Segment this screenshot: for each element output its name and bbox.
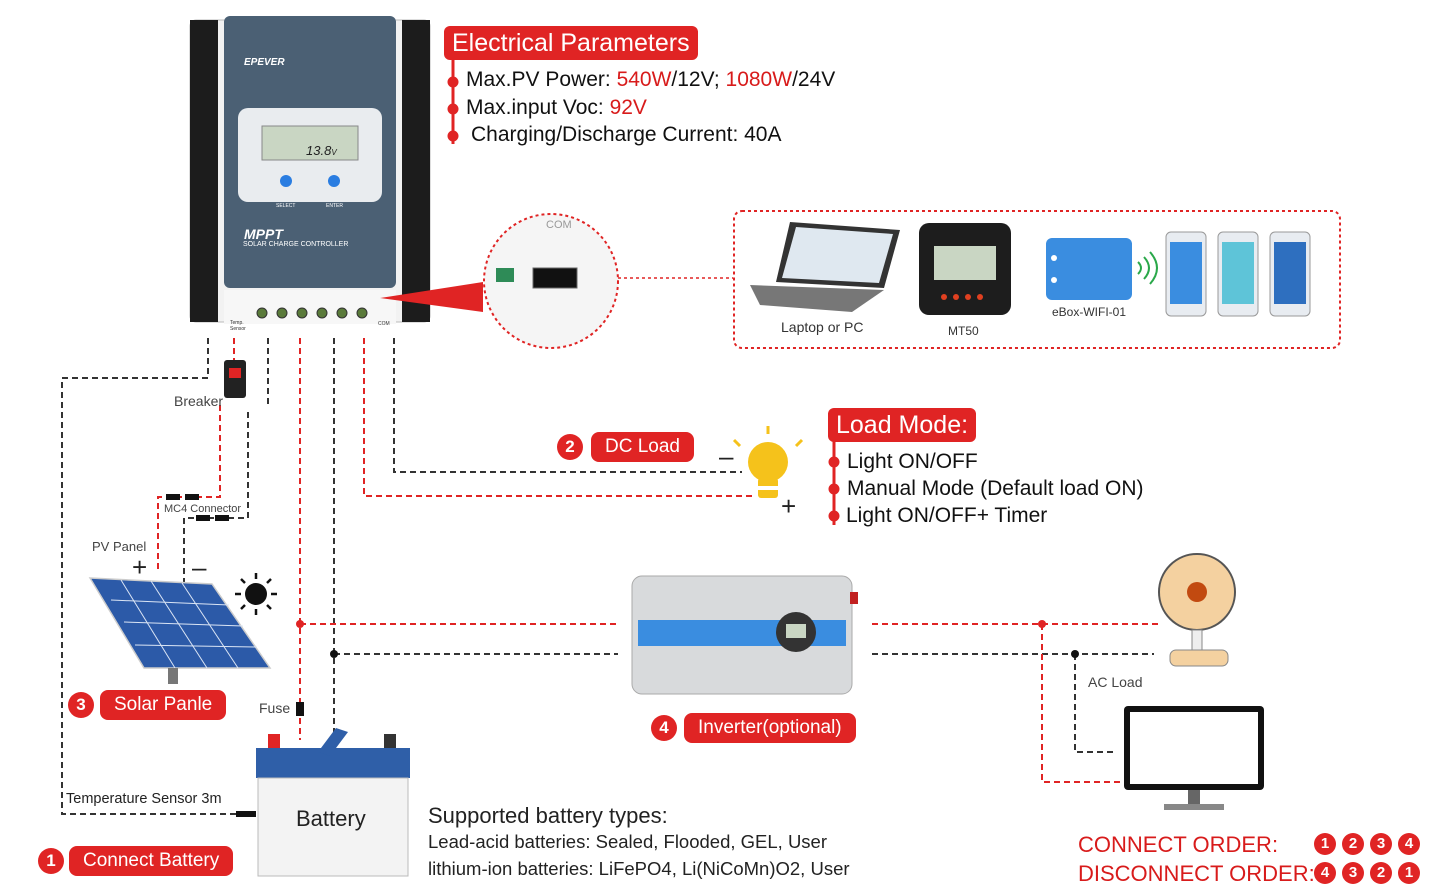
order-step: 2: [1370, 862, 1392, 884]
model-subtitle: SOLAR CHARGE CONTROLLER: [243, 241, 349, 248]
lcd-unit: V: [331, 148, 337, 157]
pv-power-12v: 540W: [616, 68, 672, 91]
ac-load-label: AC Load: [1088, 674, 1143, 690]
load-mode-item: Light ON/OFF: [847, 450, 978, 473]
mc4-connector-icon: [166, 494, 229, 521]
max-input-voc: Max.input Voc: 92V: [466, 96, 647, 120]
solar-panel-icon: [88, 577, 272, 684]
pv-power-suffix: /24V: [792, 68, 836, 91]
battery-types-lead-acid: Lead-acid batteries: Sealed, Flooded, GE…: [428, 831, 828, 852]
disconnect-order-label: DISCONNECT ORDER:: [1078, 861, 1315, 886]
laptop-icon: [750, 222, 900, 312]
pv-power-prefix: Max.PV Power:: [466, 68, 617, 91]
order-step: 4: [1398, 833, 1420, 855]
model-name: MPPT: [244, 226, 283, 242]
brand-logo: EPEVER: [244, 57, 285, 68]
pv-power-mid: /12V;: [671, 68, 726, 91]
battery-types-lithium: lithium-ion batteries: LiFePO4, Li(NiCoM…: [428, 858, 850, 879]
voc-prefix: Max.input Voc:: [466, 96, 610, 119]
pv-panel-label: PV Panel: [92, 539, 147, 554]
mt50-remote-meter-icon: [919, 223, 1011, 315]
load-mode-heading: Load Mode:: [828, 408, 977, 442]
battery-icon: [256, 728, 410, 877]
laptop-label: Laptop or PC: [781, 319, 864, 335]
lcd-readout: 13.8V: [306, 143, 337, 158]
order-step: 3: [1370, 833, 1392, 855]
connect-order-label: CONNECT ORDER:: [1078, 832, 1279, 857]
charge-current: Charging/Discharge Current: 40A: [471, 123, 782, 146]
phone-app-icons: [1165, 231, 1311, 317]
pv-plus-sign: +: [132, 552, 148, 582]
order-step: 4: [1314, 862, 1336, 884]
dc-load-label: DC Load: [591, 432, 694, 462]
inverter-tag: Inverter(optional): [684, 713, 856, 743]
order-step: 1: [1398, 862, 1420, 884]
temperature-sensor-label: Temperature Sensor 3m: [66, 791, 222, 807]
load-mode-item: Light ON/OFF+ Timer: [846, 504, 1048, 527]
devices-frame: [733, 210, 1341, 349]
light-bulb-icon: [732, 426, 804, 498]
order-step: 3: [1342, 862, 1364, 884]
lcd-value: 13.8: [306, 143, 332, 158]
voc-value: 92V: [609, 96, 647, 119]
select-button-label: SELECT: [276, 203, 296, 209]
charge-controller: [189, 16, 431, 324]
step-1-badge: 1: [38, 848, 64, 874]
pv-minus-sign: –: [192, 552, 207, 582]
max-pv-power: Max.PV Power: 540W/12V; 1080W/24V: [466, 68, 835, 92]
ebox-label: eBox-WIFI-01: [1052, 305, 1127, 319]
sun-icon: [235, 573, 277, 615]
fuse-label: Fuse: [259, 700, 291, 716]
temp-sensor-probe-icon: [236, 811, 256, 817]
load-mode-item: Manual Mode (Default load ON): [847, 477, 1144, 500]
step-3-badge: 3: [68, 692, 94, 718]
breaker-icon: [224, 360, 246, 398]
pv-power-24v: 1080W: [725, 68, 793, 91]
connect-battery-tag: Connect Battery: [69, 846, 234, 876]
mc4-connector-label: MC4 Connector: [164, 503, 242, 515]
load-plus-sign: +: [781, 491, 797, 521]
solar-panel-tag: Solar Panle: [100, 690, 227, 720]
fuse-icon: [296, 702, 304, 716]
enter-button-label: ENTER: [326, 203, 343, 209]
temp-sensor-port-label: Temp. Sensor: [230, 320, 246, 332]
com-zoom-label: COM: [546, 219, 572, 231]
ebox-wifi-icon: [1046, 238, 1158, 300]
battery-label: Battery: [296, 806, 366, 831]
monitor-icon: [1124, 706, 1264, 810]
fan-icon: [1158, 553, 1236, 667]
mt50-label: MT50: [948, 324, 979, 338]
electrical-parameters-heading: Electrical Parameters: [444, 26, 698, 60]
load-minus-sign: –: [719, 441, 734, 471]
com-port-zoom: [380, 213, 733, 349]
com-port-label: COM: [378, 321, 390, 327]
battery-types-title: Supported battery types:: [428, 803, 668, 828]
step-4-badge: 4: [651, 715, 677, 741]
breaker-label: Breaker: [174, 393, 224, 409]
order-step: 1: [1314, 833, 1336, 855]
order-step: 2: [1342, 833, 1364, 855]
inverter-icon: [631, 575, 858, 695]
step-2-badge: 2: [557, 434, 583, 460]
